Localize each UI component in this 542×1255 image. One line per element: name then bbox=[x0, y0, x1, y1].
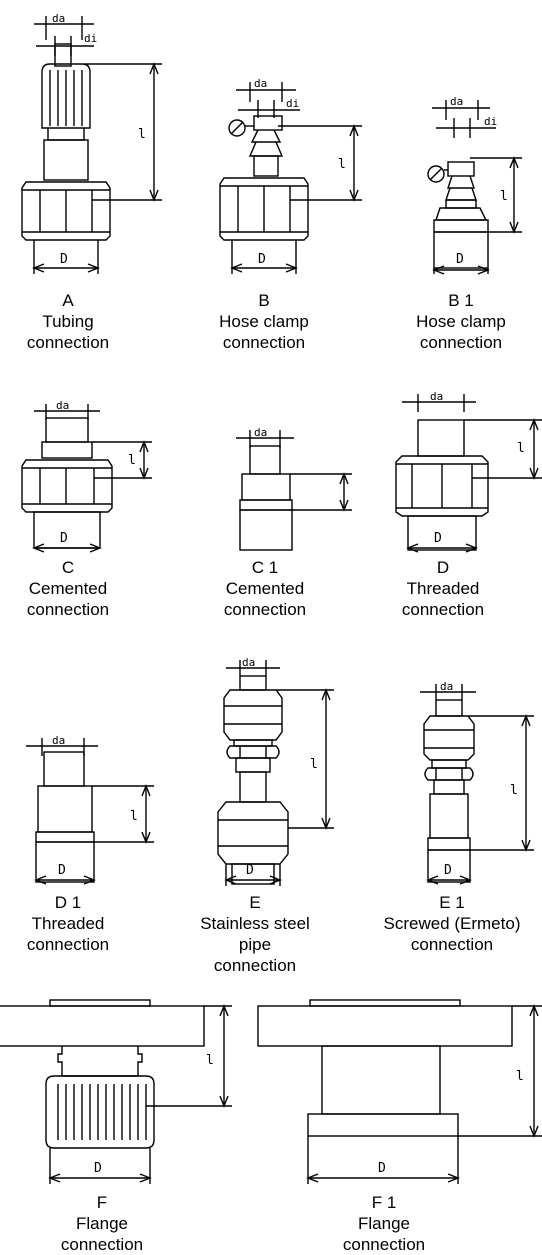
caption-line: connection bbox=[213, 956, 297, 975]
caption-line: connection bbox=[26, 333, 110, 352]
caption-b1: B 1 Hose clamp connection bbox=[386, 290, 536, 353]
caption-line: connection bbox=[223, 600, 307, 619]
caption-line: Screwed (Ermeto) bbox=[383, 914, 521, 933]
caption-code: B 1 bbox=[448, 291, 474, 310]
caption-line: Stainless steel bbox=[200, 914, 310, 933]
label-da: da bbox=[52, 734, 65, 747]
caption-line: Flange bbox=[358, 1214, 410, 1233]
caption-line: Hose clamp bbox=[219, 312, 309, 331]
drawing-f: l D bbox=[0, 999, 232, 1184]
label-da: da bbox=[52, 12, 65, 25]
caption-line: connection bbox=[401, 600, 485, 619]
caption-line: connection bbox=[410, 935, 494, 954]
caption-line: Cemented bbox=[28, 579, 108, 598]
caption-line: Tubing bbox=[42, 312, 94, 331]
label-l: l bbox=[128, 453, 136, 468]
caption-line: connection bbox=[342, 1235, 426, 1254]
drawing-e1: da l D bbox=[420, 680, 534, 885]
label-di: di bbox=[84, 32, 97, 45]
label-D: D bbox=[60, 531, 68, 546]
drawing-b1: da di l D bbox=[427, 95, 522, 275]
caption-f: F Flange connection bbox=[34, 1192, 170, 1255]
label-l: l bbox=[516, 1069, 524, 1084]
label-di: di bbox=[286, 97, 299, 110]
caption-code: E bbox=[249, 893, 261, 912]
label-l: l bbox=[130, 809, 138, 824]
caption-f1: F 1 Flange connection bbox=[316, 1192, 452, 1255]
caption-code: A bbox=[62, 291, 74, 310]
label-D: D bbox=[378, 1161, 386, 1176]
caption-line: Threaded bbox=[31, 914, 105, 933]
label-D: D bbox=[94, 1161, 102, 1176]
caption-c1: C 1 Cemented connection bbox=[192, 557, 338, 620]
caption-line: connection bbox=[26, 935, 110, 954]
label-D: D bbox=[444, 863, 452, 878]
label-da: da bbox=[440, 680, 453, 693]
caption-code: C bbox=[61, 558, 75, 577]
caption-line: connection bbox=[26, 600, 110, 619]
drawing-f1: l D bbox=[257, 999, 542, 1184]
label-D: D bbox=[246, 863, 254, 878]
caption-e1: E 1 Screwed (Ermeto) connection bbox=[362, 892, 542, 955]
drawing-c1: da bbox=[236, 426, 352, 551]
caption-code: D 1 bbox=[54, 893, 82, 912]
caption-line: connection bbox=[60, 1235, 144, 1254]
label-l: l bbox=[310, 757, 318, 772]
caption-code: E 1 bbox=[439, 893, 465, 912]
drawing-a: da di l D bbox=[21, 12, 162, 274]
label-l: l bbox=[206, 1053, 214, 1068]
drawing-d1: da l D bbox=[26, 734, 154, 885]
label-da: da bbox=[242, 656, 255, 669]
label-da: da bbox=[430, 390, 443, 403]
caption-e: E Stainless steel pipe connection bbox=[172, 892, 338, 976]
drawing-e: da l D bbox=[217, 656, 334, 886]
label-D: D bbox=[60, 252, 68, 267]
drawing-d: da l D bbox=[395, 390, 542, 553]
label-l: l bbox=[138, 127, 146, 142]
caption-line: connection bbox=[419, 333, 503, 352]
caption-line: connection bbox=[222, 333, 306, 352]
label-di: di bbox=[484, 115, 497, 128]
caption-code: C 1 bbox=[251, 558, 279, 577]
caption-line: Threaded bbox=[406, 579, 480, 598]
caption-line: Flange bbox=[76, 1214, 128, 1233]
label-D: D bbox=[434, 531, 442, 546]
label-l: l bbox=[510, 783, 518, 798]
caption-d: D Threaded connection bbox=[370, 557, 516, 620]
caption-code: D bbox=[436, 558, 450, 577]
label-D: D bbox=[58, 863, 66, 878]
label-da: da bbox=[254, 77, 267, 90]
label-D: D bbox=[258, 252, 266, 267]
drawing-b: da di l D bbox=[219, 77, 362, 274]
caption-code: B bbox=[258, 291, 270, 310]
caption-code: F bbox=[96, 1193, 108, 1212]
label-da: da bbox=[56, 399, 69, 412]
label-l: l bbox=[338, 157, 346, 172]
label-da: da bbox=[450, 95, 463, 108]
caption-line: pipe bbox=[238, 935, 272, 954]
caption-code: F 1 bbox=[371, 1193, 397, 1212]
label-l: l bbox=[500, 189, 508, 204]
label-D: D bbox=[456, 252, 464, 267]
caption-d1: D 1 Threaded connection bbox=[0, 892, 136, 955]
caption-line: Cemented bbox=[225, 579, 305, 598]
caption-c: C Cemented connection bbox=[0, 557, 136, 620]
label-da: da bbox=[254, 426, 267, 439]
caption-a: A Tubing connection bbox=[0, 290, 136, 353]
caption-b: B Hose clamp connection bbox=[184, 290, 344, 353]
drawing-c: da l D bbox=[21, 399, 152, 553]
label-l: l bbox=[517, 441, 525, 456]
caption-line: Hose clamp bbox=[416, 312, 506, 331]
